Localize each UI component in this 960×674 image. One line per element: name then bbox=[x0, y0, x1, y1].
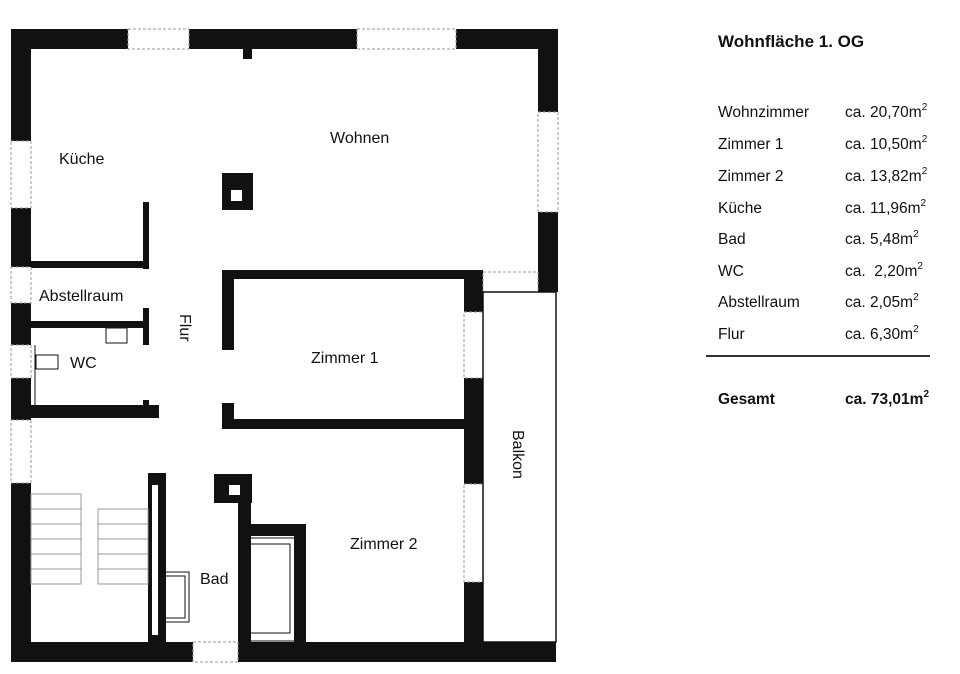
label-abstellraum: Abstellraum bbox=[39, 288, 123, 305]
area-row-name: Zimmer 1 bbox=[718, 136, 784, 153]
stairs bbox=[30, 493, 149, 585]
window-left-kitchen bbox=[10, 140, 32, 209]
wall-kitchen-vertical bbox=[143, 202, 149, 269]
area-row: Küche ca. 11,96m2 bbox=[718, 197, 946, 222]
wall-right-mid bbox=[464, 378, 483, 484]
wall-left-5 bbox=[11, 483, 31, 661]
window-top-right bbox=[356, 28, 457, 50]
window-left-stair bbox=[10, 419, 32, 484]
wall-left-1 bbox=[11, 29, 31, 141]
area-row-name: Flur bbox=[718, 326, 745, 343]
area-row-name: Abstellraum bbox=[718, 294, 800, 311]
balcony bbox=[482, 291, 557, 643]
window-left-storage bbox=[10, 266, 32, 304]
area-row-value: ca. 10,50m2 bbox=[845, 133, 928, 153]
window-zimmer2 bbox=[463, 483, 484, 583]
area-row: Zimmer 2 ca. 13,82m2 bbox=[718, 165, 946, 190]
wall-top-stub bbox=[243, 49, 252, 59]
total-row-name: Gesamt bbox=[718, 391, 775, 408]
area-row: Bad ca. 5,48m2 bbox=[718, 228, 946, 253]
area-row-name: WC bbox=[718, 263, 744, 280]
label-bad: Bad bbox=[200, 571, 228, 588]
window-top-left bbox=[127, 28, 190, 50]
windows bbox=[10, 28, 559, 663]
wall-zimmer1-top bbox=[222, 270, 483, 279]
area-row: Zimmer 1 ca. 10,50m2 bbox=[718, 133, 946, 158]
area-row: Abstellraum ca. 2,05m2 bbox=[718, 291, 946, 316]
wall-left-2 bbox=[11, 208, 31, 267]
wall-top-right bbox=[456, 29, 558, 49]
wall-kitchen-bottom bbox=[31, 261, 149, 268]
area-row-name: Küche bbox=[718, 200, 762, 217]
wall-zimmer1-bottom bbox=[222, 419, 482, 429]
label-zimmer2: Zimmer 2 bbox=[350, 536, 418, 553]
wall-zimmer1-left-stub bbox=[222, 403, 234, 429]
panel-title: Wohnfläche 1. OG bbox=[718, 32, 865, 51]
label-zimmer1: Zimmer 1 bbox=[311, 350, 379, 367]
wall-bad-top bbox=[238, 524, 306, 536]
total-row: Gesamt ca. 73,01m2 bbox=[718, 388, 946, 413]
area-row-value: ca. 20,70m2 bbox=[845, 101, 928, 121]
floor-plan: Küche Wohnen Abstellraum Flur WC Zimmer … bbox=[10, 28, 559, 663]
window-balcony-top bbox=[482, 271, 539, 293]
wall-bottom-right bbox=[238, 642, 556, 662]
area-row-name: Wohnzimmer bbox=[718, 104, 810, 121]
wall-storage-bottom bbox=[31, 321, 149, 328]
window-bottom-bad bbox=[192, 641, 239, 663]
area-row: Wohnzimmer ca. 20,70m2 bbox=[718, 101, 946, 126]
wall-bad-left-gap bbox=[152, 485, 158, 635]
area-row-value: ca. 2,05m2 bbox=[845, 291, 919, 311]
area-row-value: ca. 5,48m2 bbox=[845, 228, 919, 248]
window-left-wc bbox=[10, 344, 32, 379]
bathtub-outer bbox=[243, 537, 297, 642]
area-row-name: Bad bbox=[718, 231, 746, 248]
wall-left-4 bbox=[11, 378, 31, 420]
wall-left-3 bbox=[11, 303, 31, 345]
wall-top-left bbox=[11, 29, 128, 49]
bad-sink-inner bbox=[164, 575, 186, 619]
label-balkon: Balkon bbox=[509, 430, 526, 479]
chimney-bottom-flue bbox=[229, 485, 240, 495]
wall-right-upper-1 bbox=[538, 29, 558, 112]
chimney-top-flue bbox=[231, 190, 242, 201]
area-row: WC ca. 2,20m2 bbox=[718, 260, 946, 285]
bathtub-inner bbox=[249, 543, 291, 634]
area-row-name: Zimmer 2 bbox=[718, 168, 784, 185]
label-kueche: Küche bbox=[59, 151, 104, 168]
walls bbox=[11, 29, 558, 662]
label-flur: Flur bbox=[176, 314, 193, 342]
balcony-outline bbox=[482, 291, 557, 643]
area-row-value: ca. 6,30m2 bbox=[845, 323, 919, 343]
label-wohnen: Wohnen bbox=[330, 130, 389, 147]
fixtures bbox=[34, 327, 297, 642]
window-right-living bbox=[537, 111, 559, 213]
total-row-value: ca. 73,01m2 bbox=[845, 388, 929, 408]
wall-right-lower bbox=[464, 582, 483, 662]
wall-right-upper-2 bbox=[538, 212, 558, 292]
area-row-value: ca. 13,82m2 bbox=[845, 165, 928, 185]
stairs-right bbox=[97, 508, 149, 585]
wall-storage-stub bbox=[143, 308, 149, 345]
wall-zimmer1-right-top bbox=[464, 270, 483, 312]
wall-top-middle bbox=[189, 29, 357, 49]
area-row-value: ca. 2,20m2 bbox=[845, 260, 923, 280]
wall-zimmer1-left bbox=[222, 270, 234, 350]
area-row-value: ca. 11,96m2 bbox=[845, 197, 927, 217]
summary-divider bbox=[706, 355, 930, 357]
bad-sink-outer bbox=[160, 571, 190, 623]
window-zimmer1 bbox=[463, 311, 484, 379]
interior-white-cutouts bbox=[152, 190, 242, 635]
storage-sink bbox=[105, 327, 128, 344]
plan-labels: Küche Wohnen Abstellraum Flur WC Zimmer … bbox=[39, 130, 526, 588]
wc-toilet bbox=[35, 354, 59, 370]
area-row: Flur ca. 6,30m2 bbox=[718, 323, 946, 348]
wall-bad-right bbox=[294, 524, 306, 642]
wall-wc-stub bbox=[143, 400, 149, 418]
wall-wc-bottom bbox=[31, 405, 159, 418]
wall-bottom-left bbox=[11, 642, 193, 662]
label-wc: WC bbox=[70, 355, 97, 372]
